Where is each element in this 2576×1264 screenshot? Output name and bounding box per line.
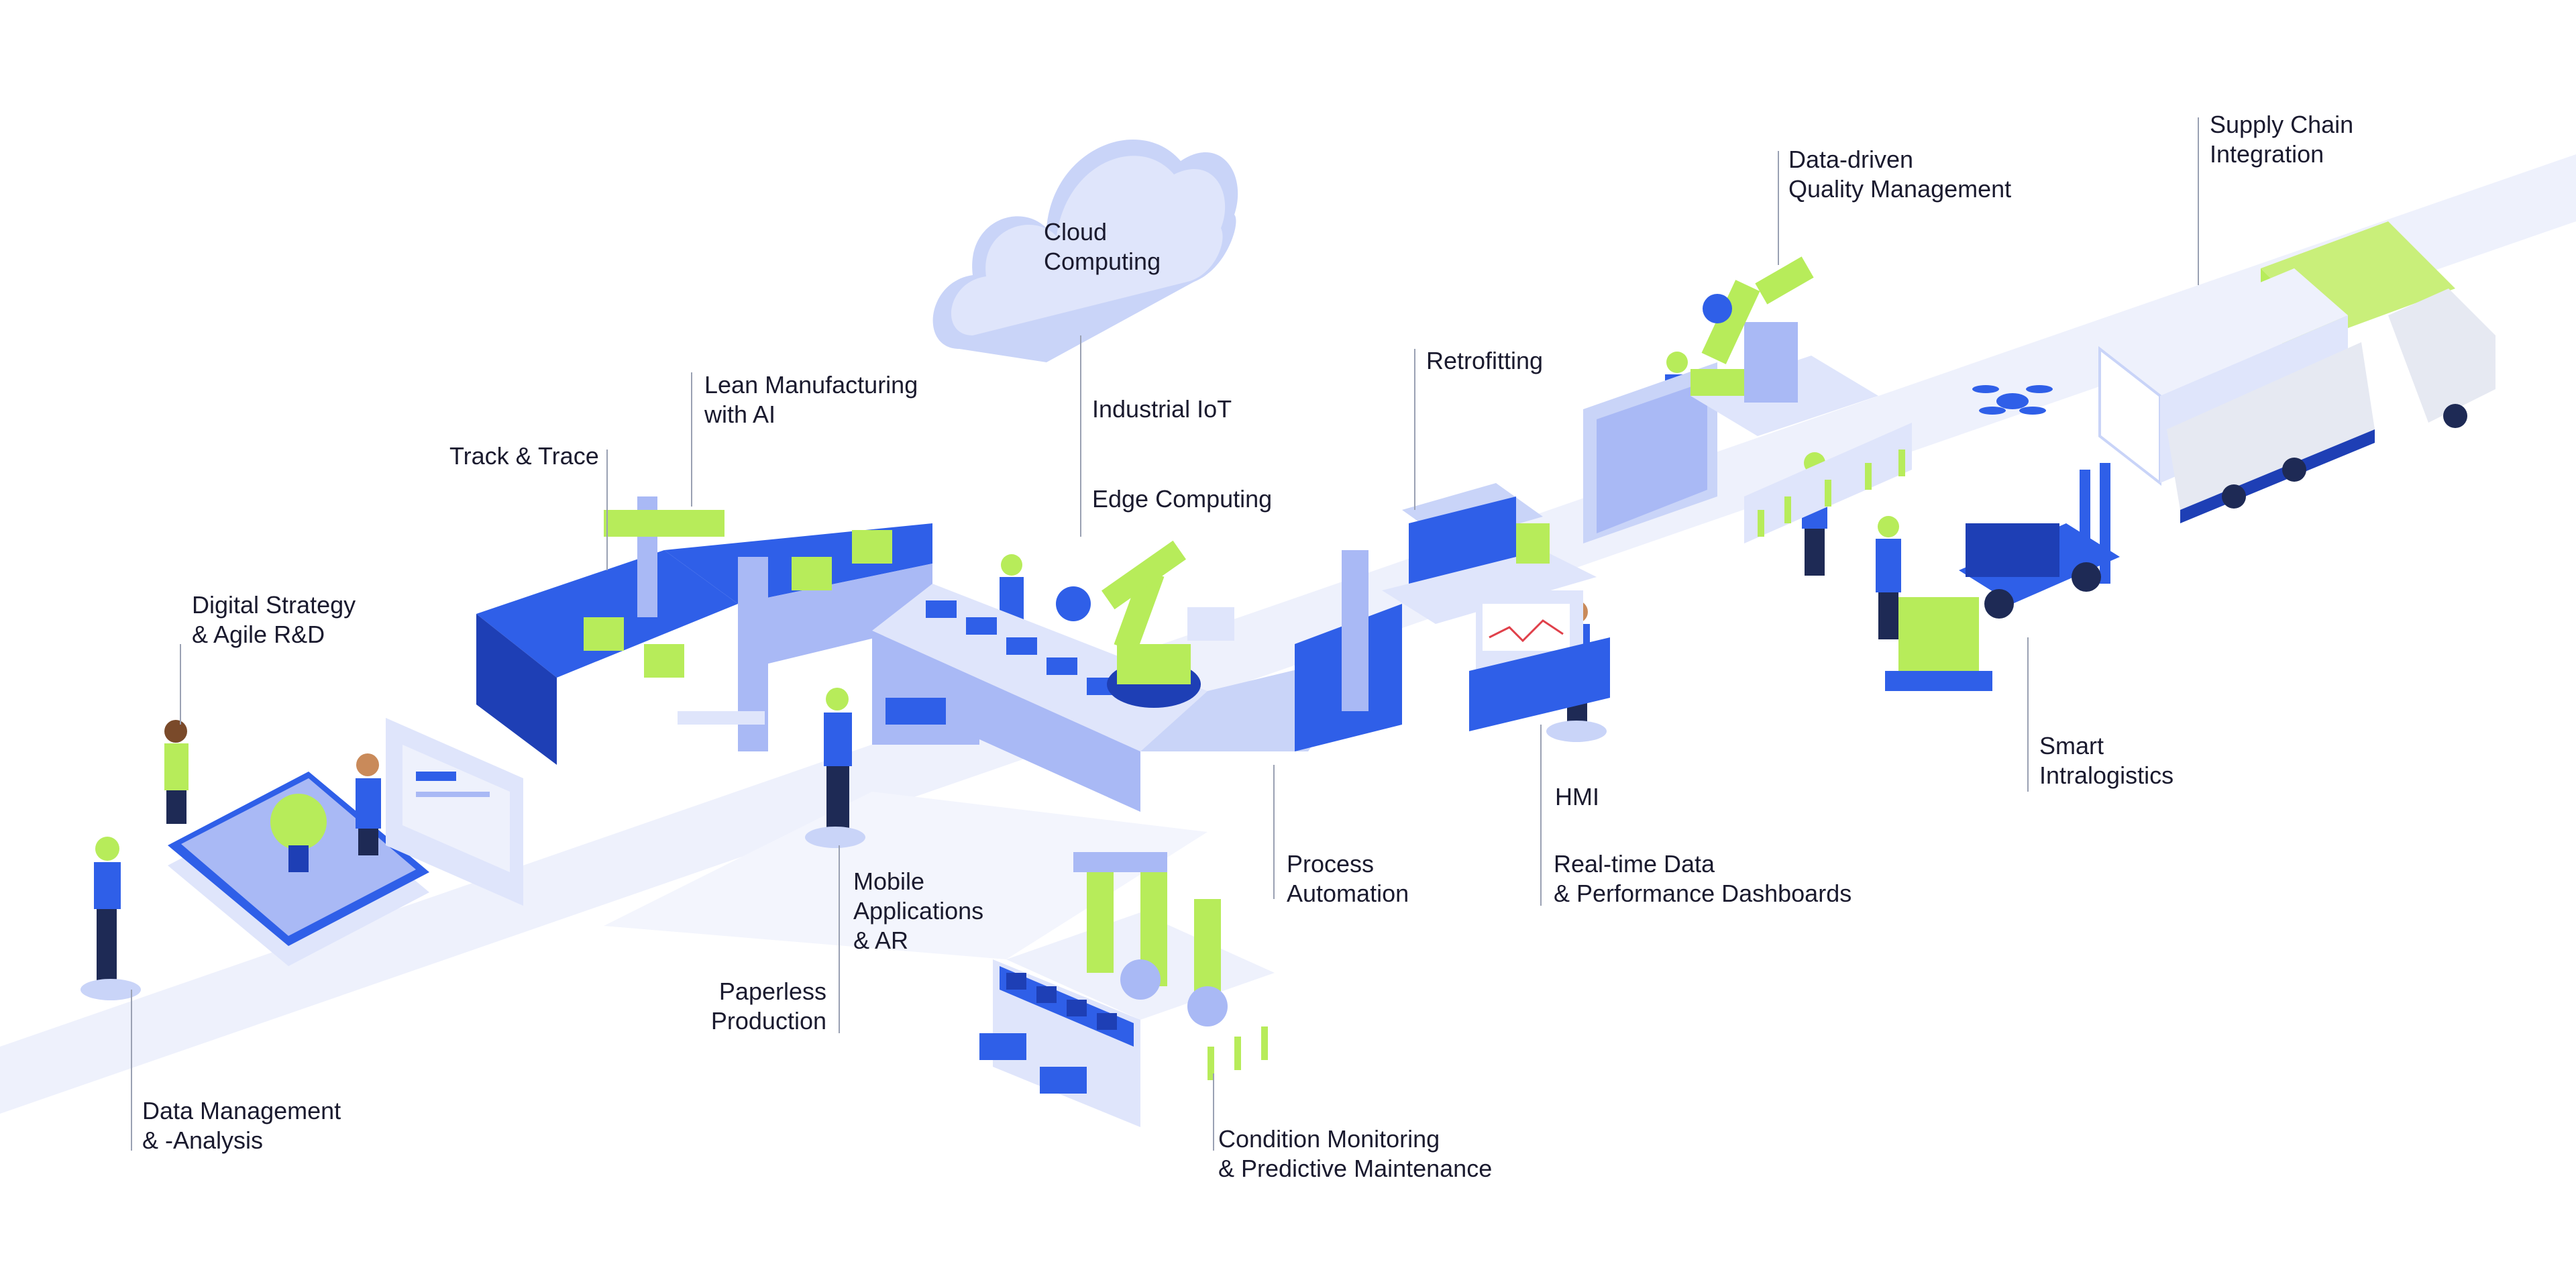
worker-strategist-1 xyxy=(164,720,189,824)
label-data-management-line-1: Data Management xyxy=(142,1097,341,1124)
label-track-trace-line-1: Track & Trace xyxy=(449,442,599,470)
label-condition-monitoring-line-1: Condition Monitoring xyxy=(1218,1125,1440,1153)
label-edge-computing-line-1: Edge Computing xyxy=(1092,485,1273,513)
label-realtime-data: Real-time Data & Performance Dashboards xyxy=(1554,849,1851,908)
digital-strategy-tablet xyxy=(168,718,523,966)
label-track-trace: Track & Trace xyxy=(449,441,599,471)
label-data-management: Data Management & -Analysis xyxy=(142,1096,341,1155)
label-cloud-computing-line-1: Cloud xyxy=(1044,218,1108,246)
label-supply-chain: Supply Chain Integration xyxy=(2210,110,2353,169)
label-hmi: HMI xyxy=(1555,782,1599,812)
worker-intralogistics xyxy=(1876,516,1901,639)
label-realtime-data-line-1: Real-time Data xyxy=(1554,850,1715,878)
leader-intralogistics xyxy=(2027,637,2029,792)
label-quality-management-line-2: Quality Management xyxy=(1788,175,2012,203)
quality-management-station xyxy=(1583,256,1912,543)
leader-supply-chain xyxy=(2198,117,2199,285)
retrofitting-machine xyxy=(1295,483,1610,751)
label-data-management-line-2: & -Analysis xyxy=(142,1126,264,1154)
label-supply-chain-line-2: Integration xyxy=(2210,140,2324,168)
leader-process-automation xyxy=(1273,765,1275,899)
label-industrial-iot: Industrial IoT xyxy=(1092,394,1232,424)
label-condition-monitoring: Condition Monitoring & Predictive Mainte… xyxy=(1218,1124,1492,1183)
leader-cloud-iot xyxy=(1080,335,1081,537)
leader-data-management xyxy=(131,990,132,1151)
label-paperless: Paperless Production xyxy=(691,977,826,1036)
label-lean-manufacturing-line-1: Lean Manufacturing xyxy=(704,371,918,399)
leader-lean-manufacturing xyxy=(691,372,692,507)
worker-data-analyst xyxy=(80,837,141,1000)
label-quality-management-line-1: Data-driven xyxy=(1788,146,1914,173)
label-mobile-apps-line-1: Mobile xyxy=(853,867,925,895)
label-mobile-apps: Mobile Applications & AR xyxy=(853,867,983,955)
walkway-path xyxy=(0,154,2576,1114)
label-retrofitting: Retrofitting xyxy=(1426,346,1543,376)
condition-monitoring-control-room xyxy=(979,852,1275,1127)
label-quality-management: Data-driven Quality Management xyxy=(1788,145,2011,204)
label-digital-strategy-line-1: Digital Strategy xyxy=(192,591,356,619)
label-intralogistics: Smart Intralogistics xyxy=(2039,731,2174,790)
cloud-computing-cloud xyxy=(932,140,1238,362)
worker-mobile-ar xyxy=(805,688,865,848)
label-realtime-data-line-2: & Performance Dashboards xyxy=(1554,880,1852,907)
leader-mobile-paperless xyxy=(839,845,840,1033)
label-mobile-apps-line-2: Applications xyxy=(853,897,984,925)
label-intralogistics-line-2: Intralogistics xyxy=(2039,761,2174,789)
label-industrial-iot-line-1: Industrial IoT xyxy=(1092,395,1232,423)
label-digital-strategy: Digital Strategy & Agile R&D xyxy=(192,590,356,649)
label-paperless-line-1: Paperless xyxy=(718,978,826,1005)
label-lean-manufacturing-line-2: with AI xyxy=(704,401,776,428)
label-process-automation-line-2: Automation xyxy=(1287,880,1409,907)
leader-track-trace xyxy=(606,450,608,570)
label-retrofitting-line-1: Retrofitting xyxy=(1426,347,1544,374)
leader-quality xyxy=(1778,151,1779,265)
label-process-automation: Process Automation xyxy=(1287,849,1409,908)
leader-digital-strategy xyxy=(180,644,181,725)
label-digital-strategy-line-2: & Agile R&D xyxy=(192,621,325,648)
walkway-path-lower xyxy=(604,792,1208,959)
label-cloud-computing-line-2: Computing xyxy=(1044,248,1161,275)
label-hmi-line-1: HMI xyxy=(1555,783,1599,810)
smart-forklift xyxy=(1885,463,2120,691)
label-lean-manufacturing: Lean Manufacturing with AI xyxy=(704,370,918,429)
label-mobile-apps-line-3: & AR xyxy=(853,927,909,954)
supply-chain-trucks xyxy=(2098,221,2496,523)
label-cloud-computing: Cloud Computing xyxy=(1044,217,1161,276)
delivery-drone xyxy=(1972,385,2053,415)
label-supply-chain-line-1: Supply Chain xyxy=(2210,111,2354,138)
industrial-robot-arm xyxy=(1056,540,1234,708)
lean-manufacturing-line xyxy=(476,496,932,765)
leader-hmi xyxy=(1540,725,1542,906)
leader-condition-monitoring xyxy=(1213,1073,1214,1151)
label-edge-computing: Edge Computing xyxy=(1092,484,1272,514)
label-intralogistics-line-1: Smart xyxy=(2039,732,2104,759)
label-process-automation-line-1: Process xyxy=(1287,850,1375,878)
label-condition-monitoring-line-2: & Predictive Maintenance xyxy=(1218,1155,1493,1182)
worker-strategist-2 xyxy=(356,753,381,855)
leader-retrofitting xyxy=(1414,349,1415,510)
label-paperless-line-2: Production xyxy=(710,1007,826,1035)
